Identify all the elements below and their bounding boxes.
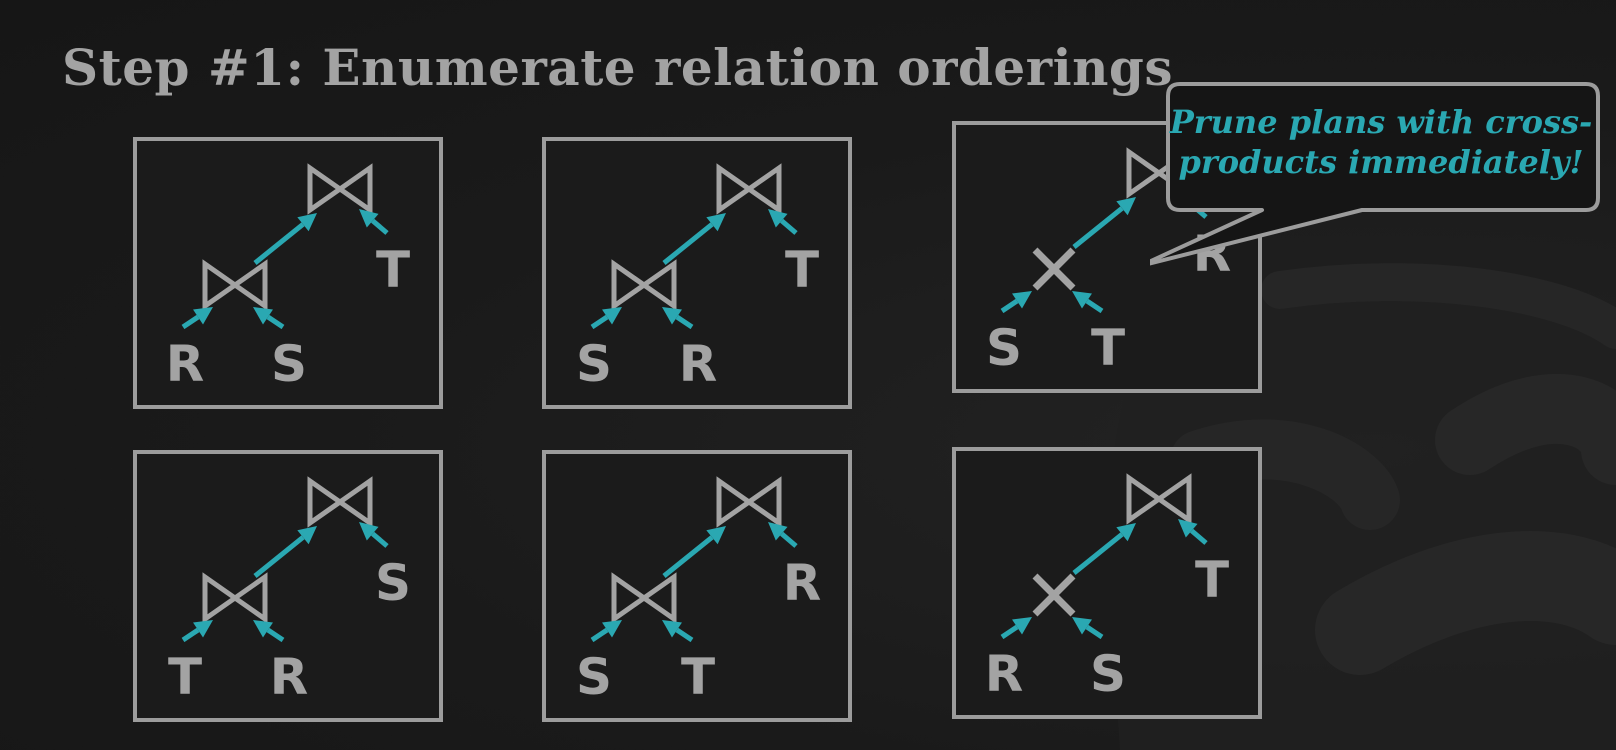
arrow [662, 526, 726, 578]
arrow [359, 522, 389, 548]
relation-label: T [376, 241, 410, 299]
arrow [590, 307, 622, 330]
plan-tree: R S T [985, 473, 1229, 703]
arrow [359, 209, 389, 235]
cross-product-icon [1032, 573, 1076, 617]
join-icon [611, 259, 677, 311]
relation-label: R [783, 554, 822, 612]
slide-title: Step #1: Enumerate relation orderings [62, 38, 1174, 97]
arrow [768, 522, 798, 548]
plan-tree: S T R [576, 476, 822, 706]
plan-box: R S T [952, 447, 1262, 719]
relation-label: R [270, 648, 309, 706]
arrow [1072, 617, 1104, 640]
plan-tree: R S T [166, 163, 410, 393]
arrow [1072, 523, 1136, 575]
arrow [181, 620, 213, 643]
callout-text: Prune plans with cross-products immediat… [1169, 103, 1593, 181]
arrow [1000, 617, 1032, 640]
plan-box: R S T [133, 137, 443, 409]
callout-shape [1150, 82, 1600, 266]
plan-tree: S R T [576, 163, 819, 393]
callout-bubble: Prune plans with cross-products immediat… [1150, 80, 1616, 280]
arrow [253, 620, 285, 643]
plan-box: S R T [542, 137, 852, 409]
arrow [768, 209, 798, 235]
relation-label: T [1091, 319, 1125, 377]
arrow [590, 620, 622, 643]
plan-box: T R S [133, 450, 443, 722]
relation-label: S [375, 554, 411, 612]
join-icon [307, 163, 373, 215]
arrow [181, 307, 213, 330]
plan-box: S T R [542, 450, 852, 722]
relation-label: S [1090, 645, 1126, 703]
plan-tree: T R S [168, 476, 411, 706]
arrow [1072, 291, 1104, 314]
arrow [1000, 291, 1032, 314]
plan-box: S T R [952, 121, 1262, 393]
relation-label: T [1195, 551, 1229, 609]
arrow [253, 213, 317, 265]
relation-label: S [576, 648, 612, 706]
relation-label: T [785, 241, 819, 299]
relation-label: S [271, 335, 307, 393]
arrow [662, 307, 694, 330]
join-icon [716, 476, 782, 528]
join-icon [307, 476, 373, 528]
relation-label: S [986, 319, 1022, 377]
join-icon [716, 163, 782, 215]
join-icon [611, 572, 677, 624]
relation-label: S [576, 335, 612, 393]
relation-label: R [166, 335, 205, 393]
arrow [662, 213, 726, 265]
relation-label: T [681, 648, 715, 706]
arrow [253, 526, 317, 578]
join-icon [202, 259, 268, 311]
relation-label: T [168, 648, 202, 706]
join-icon [1126, 473, 1192, 525]
arrow [1178, 519, 1208, 545]
cross-product-icon [1032, 247, 1076, 291]
arrow [253, 307, 285, 330]
arrow [662, 620, 694, 643]
relation-label: R [985, 645, 1024, 703]
join-icon [202, 572, 268, 624]
arrow [1072, 197, 1136, 249]
relation-label: R [679, 335, 718, 393]
plan-tree: S T R [986, 147, 1231, 377]
